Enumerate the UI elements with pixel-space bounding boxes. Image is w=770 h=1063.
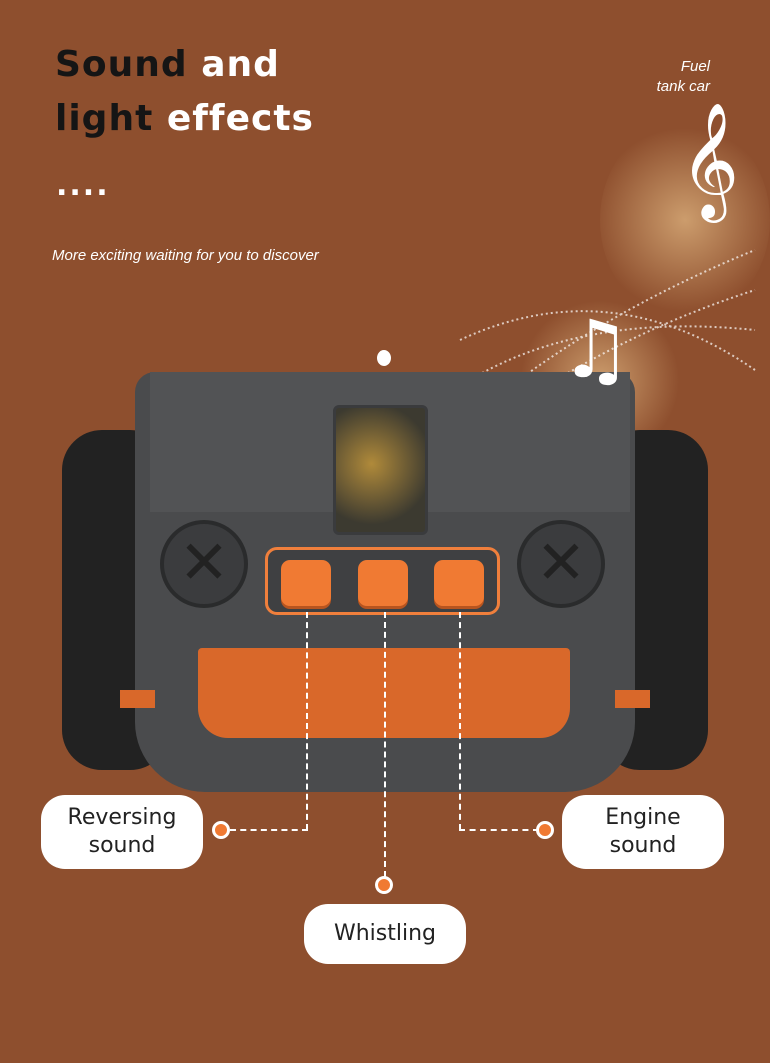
top-knob [377, 350, 391, 366]
heading-line-2: light effects [55, 98, 314, 139]
side-peg [615, 690, 650, 708]
heading-word: Sound [55, 44, 188, 85]
callout-line [384, 612, 386, 877]
treble-clef-icon: 𝄞 [680, 101, 740, 218]
heading-line-1: Sound and [55, 44, 280, 85]
callout-dot [536, 821, 554, 839]
engine-sound-button[interactable] [434, 560, 484, 606]
heading-ellipsis: .... [56, 168, 110, 203]
product-label: Fuel tank car [656, 58, 710, 95]
callout-line [306, 612, 308, 830]
screw-icon: ✕ [160, 520, 248, 608]
callout-line [459, 612, 461, 830]
reversing-sound-button[interactable] [281, 560, 331, 606]
headlight [333, 405, 428, 535]
callout-dot [212, 821, 230, 839]
heading-word: and [201, 44, 280, 85]
button-panel [265, 547, 500, 615]
music-note-icon: ♫ [560, 303, 632, 396]
callout-engine-sound: Engine sound [562, 795, 724, 869]
callout-line [459, 829, 539, 831]
callout-whistling: Whistling [304, 904, 466, 964]
callout-dot [375, 876, 393, 894]
heading-word: effects [166, 98, 314, 139]
glow [600, 120, 770, 320]
subtitle: More exciting waiting for you to discove… [52, 247, 319, 264]
callout-line [230, 829, 308, 831]
whistling-button[interactable] [358, 560, 408, 606]
callout-reversing-sound: Reversing sound [41, 795, 203, 869]
heading-word: light [55, 98, 154, 139]
screw-icon: ✕ [517, 520, 605, 608]
side-peg [120, 690, 155, 708]
